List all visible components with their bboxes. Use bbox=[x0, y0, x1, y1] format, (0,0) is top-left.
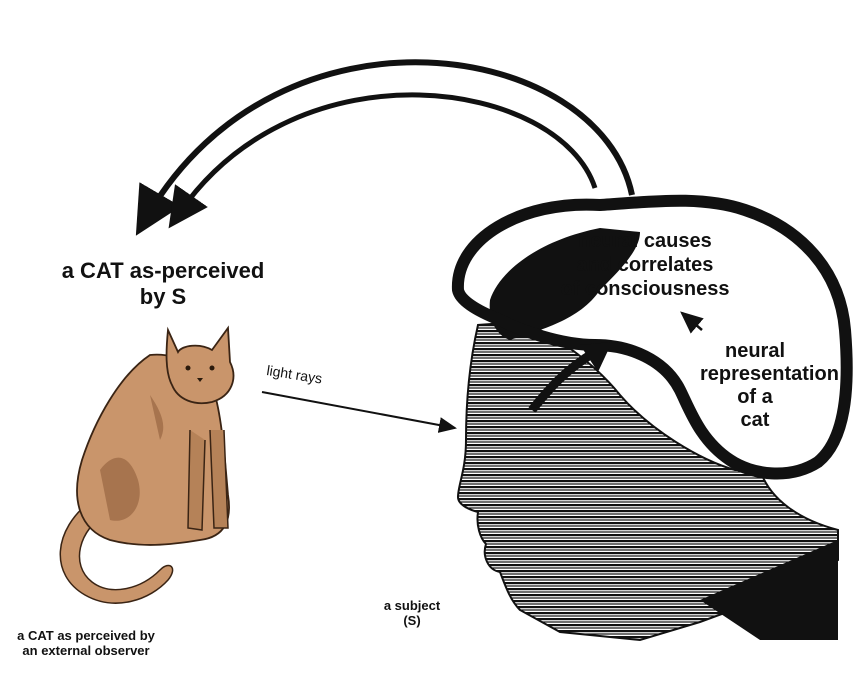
external-observer-line-2: an external observer bbox=[0, 643, 172, 658]
ncc-line-3: of consciousness bbox=[510, 277, 780, 301]
nrep-line-4: cat bbox=[700, 409, 810, 432]
projection-arrows bbox=[148, 62, 632, 215]
light-rays-arrow bbox=[262, 392, 455, 428]
cat-external-observer-label: a CAT as perceived by an external observ… bbox=[0, 628, 172, 658]
nrep-line-1: neural bbox=[700, 340, 810, 363]
ncc-line-1: neural causes bbox=[510, 229, 780, 253]
external-observer-line-1: a CAT as perceived by bbox=[0, 628, 172, 643]
cat-as-perceived-line-1: a CAT as-perceived bbox=[18, 258, 308, 284]
cat-as-perceived-by-s-label: a CAT as-perceived by S bbox=[18, 258, 308, 310]
representation-pointer-arrow bbox=[682, 313, 702, 330]
cat-eye-right bbox=[210, 366, 215, 371]
nrep-line-2: representation bbox=[700, 363, 810, 386]
subject-line-1: a subject bbox=[370, 598, 454, 613]
neural-representation-label: neural representation of a cat bbox=[700, 340, 810, 432]
cat-eye-left bbox=[186, 366, 191, 371]
cat-head bbox=[167, 328, 234, 403]
ncc-line-2: and correlates bbox=[510, 253, 780, 277]
cat-as-perceived-line-2: by S bbox=[18, 284, 308, 310]
subject-label: a subject (S) bbox=[370, 598, 454, 628]
cat-illustration bbox=[60, 328, 233, 603]
subject-line-2: (S) bbox=[370, 613, 454, 628]
nrep-line-3: of a bbox=[700, 386, 810, 409]
neural-correlates-label: neural causes and correlates of consciou… bbox=[510, 229, 780, 301]
